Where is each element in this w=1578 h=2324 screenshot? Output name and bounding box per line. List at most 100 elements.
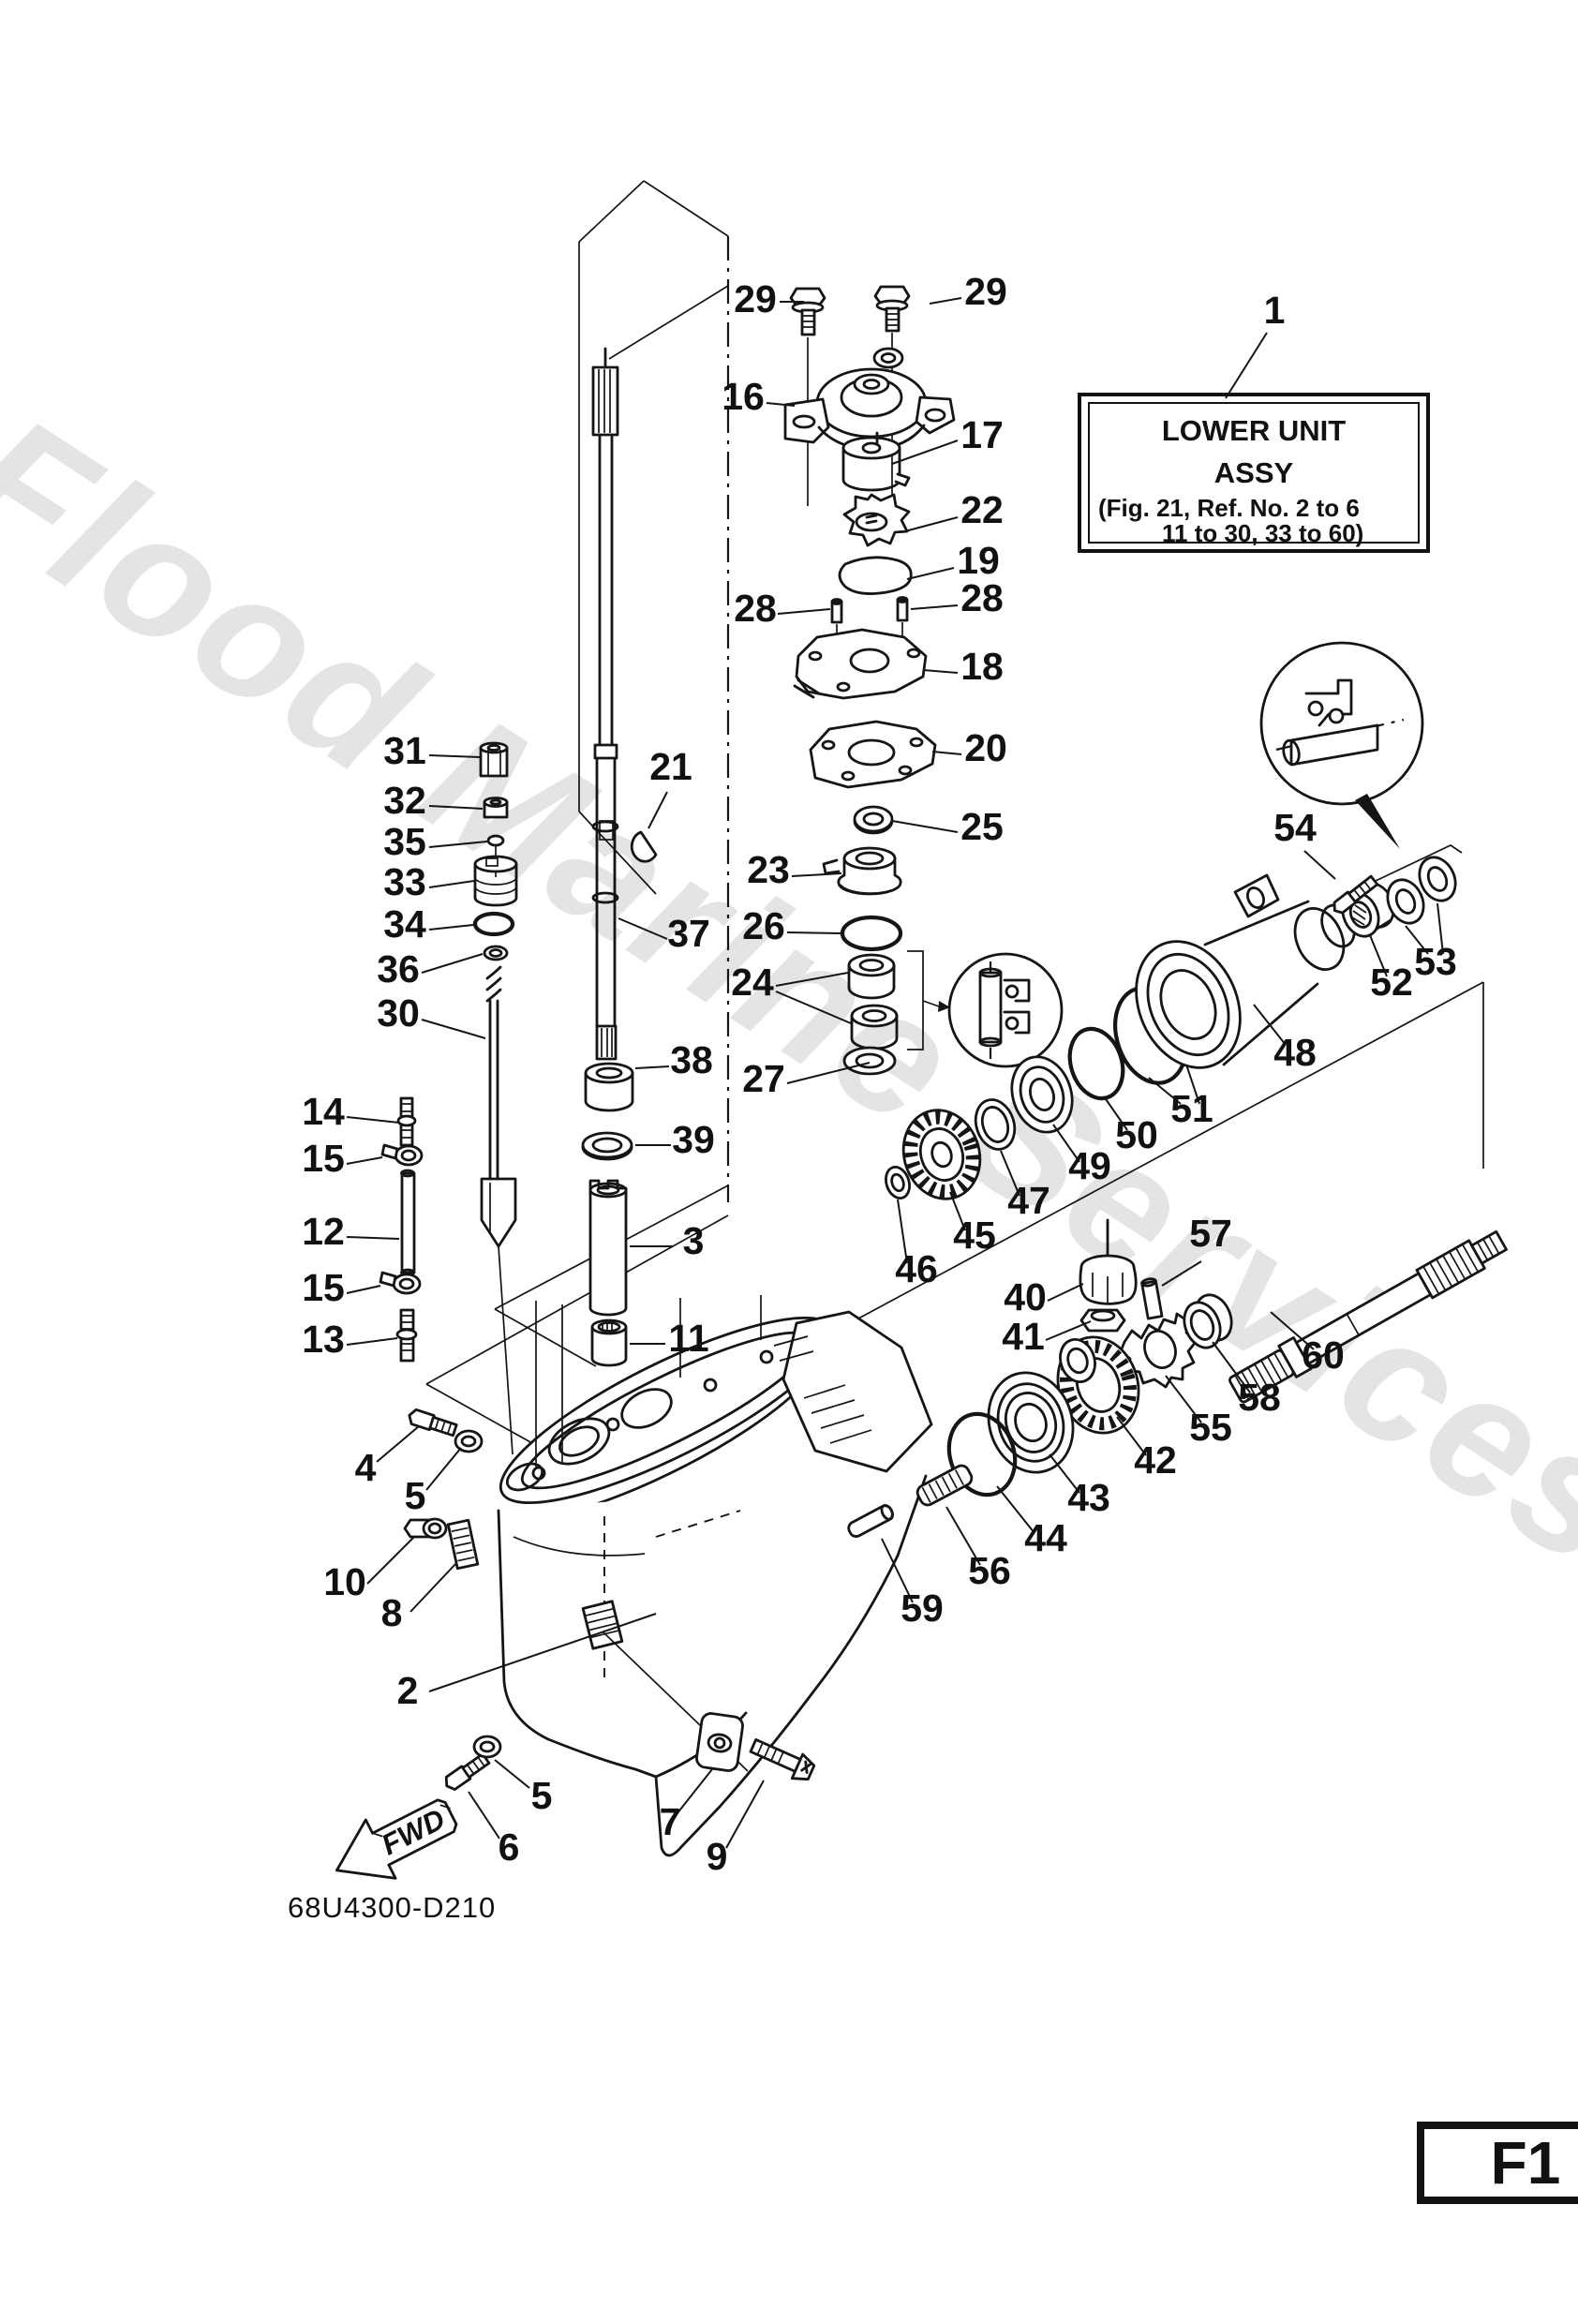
o-ring-50 xyxy=(1067,1026,1125,1101)
leader-line-15 xyxy=(346,1285,381,1294)
leader-line-42 xyxy=(1116,1416,1147,1456)
stud-14 xyxy=(396,1096,417,1147)
page-code: F1 xyxy=(1491,2129,1561,2197)
leader-line-27 xyxy=(786,1062,871,1084)
leader-line-24 xyxy=(775,972,849,987)
leader-line-36 xyxy=(421,953,484,974)
callout-52: 52 xyxy=(1370,961,1413,1004)
callout-51: 51 xyxy=(1170,1087,1213,1130)
leader-line-12 xyxy=(346,1236,400,1240)
assembly-label-line2: ASSY xyxy=(1214,456,1294,489)
sleeve-3 xyxy=(588,1179,628,1317)
callout-45: 45 xyxy=(953,1214,996,1257)
o-ring-34 xyxy=(472,911,515,937)
seal-orientation-detail-circle xyxy=(947,952,1064,1068)
callout-29: 29 xyxy=(734,277,777,320)
leader-line-19 xyxy=(906,567,955,580)
callout-47: 47 xyxy=(1007,1179,1050,1222)
clutch-dog-55 xyxy=(1119,1312,1198,1389)
leader-line-21 xyxy=(648,791,668,829)
leader-line-40 xyxy=(1047,1283,1084,1302)
leader-line-8 xyxy=(409,1562,457,1613)
callout-3: 3 xyxy=(683,1219,705,1262)
callout-9: 9 xyxy=(707,1835,728,1878)
callout-7: 7 xyxy=(660,1800,681,1843)
water-pump-housing-16 xyxy=(783,347,956,452)
callout-8: 8 xyxy=(381,1591,403,1634)
callout-43: 43 xyxy=(1067,1476,1110,1519)
locknut-31 xyxy=(479,741,509,778)
callout-40: 40 xyxy=(1004,1275,1047,1318)
leader-line-54 xyxy=(1303,850,1336,880)
bearing-24-lower xyxy=(850,1004,899,1050)
bushing-11 xyxy=(590,1318,628,1367)
leader-line-44 xyxy=(996,1485,1035,1534)
callout-50: 50 xyxy=(1115,1113,1158,1156)
callout-38: 38 xyxy=(670,1038,713,1081)
leader-line-16 xyxy=(766,402,796,407)
callout-25: 25 xyxy=(960,805,1004,848)
o-ring-26 xyxy=(840,915,903,952)
drive-shaft xyxy=(591,347,619,1061)
callout-44: 44 xyxy=(1024,1516,1067,1559)
washer-46 xyxy=(885,1166,911,1199)
pin-57 xyxy=(1140,1277,1164,1320)
callout-15: 15 xyxy=(302,1137,345,1180)
leader-line-23 xyxy=(791,872,842,877)
impeller-22 xyxy=(842,493,911,547)
callout-26: 26 xyxy=(742,904,785,947)
callout-2: 2 xyxy=(397,1669,419,1712)
callout-12: 12 xyxy=(302,1210,345,1253)
callout-6: 6 xyxy=(499,1825,520,1869)
callout-20: 20 xyxy=(964,726,1007,769)
tube-12 xyxy=(400,1169,416,1277)
washer-5-lower xyxy=(472,1735,502,1759)
leader-line-33 xyxy=(428,880,475,888)
callout-5: 5 xyxy=(405,1474,426,1517)
seal-housing-23 xyxy=(822,846,902,896)
propeller-shaft-60 xyxy=(1228,1229,1508,1404)
leader-line-28 xyxy=(777,608,831,615)
leader-line-43 xyxy=(1049,1453,1080,1494)
oil-seal-25 xyxy=(853,805,894,835)
callout-19: 19 xyxy=(957,539,1000,582)
callout-16: 16 xyxy=(722,375,765,418)
leader-line-18 xyxy=(922,669,959,674)
leader-line-35 xyxy=(428,841,488,848)
leader-line-32 xyxy=(428,805,484,810)
callout-46: 46 xyxy=(895,1247,938,1290)
gear-case xyxy=(497,1295,933,1857)
adjust-nut-32 xyxy=(483,797,509,819)
clip-detail-circle xyxy=(1259,641,1463,882)
callout-1: 1 xyxy=(1264,289,1286,332)
leader-line-5 xyxy=(425,1447,462,1491)
callout-22: 22 xyxy=(960,488,1004,531)
bearing-38 xyxy=(584,1062,634,1112)
leader-line-41 xyxy=(1045,1320,1092,1341)
drawing-number: 68U4300-D210 xyxy=(288,1891,496,1924)
callout-28: 28 xyxy=(734,587,777,630)
impeller-cartridge-17 xyxy=(841,431,911,492)
leader-line-10 xyxy=(366,1536,415,1585)
shim-47 xyxy=(974,1098,1017,1151)
bolt-9 xyxy=(749,1738,816,1781)
callout-17: 17 xyxy=(960,413,1004,456)
leader-line-47 xyxy=(1000,1150,1020,1197)
assembly-label-line4: 11 to 30, 33 to 60) xyxy=(1162,519,1363,547)
callout-33: 33 xyxy=(383,860,426,903)
callout-15: 15 xyxy=(302,1266,345,1309)
leader-line-48 xyxy=(1253,1004,1287,1046)
callout-53: 53 xyxy=(1414,940,1457,983)
bearing-43 xyxy=(987,1371,1075,1474)
washer-27 xyxy=(842,1046,897,1076)
drain-plug-10 xyxy=(403,1517,448,1540)
bearing-carrier-48 xyxy=(1135,873,1356,1069)
callout-11: 11 xyxy=(668,1317,708,1360)
washer-5-upper xyxy=(454,1429,484,1453)
callout-10: 10 xyxy=(323,1560,366,1603)
clamp-15-upper xyxy=(380,1143,424,1167)
outer-plate-18 xyxy=(793,628,928,700)
callout-39: 39 xyxy=(672,1118,715,1161)
leader-line-28 xyxy=(910,604,959,610)
